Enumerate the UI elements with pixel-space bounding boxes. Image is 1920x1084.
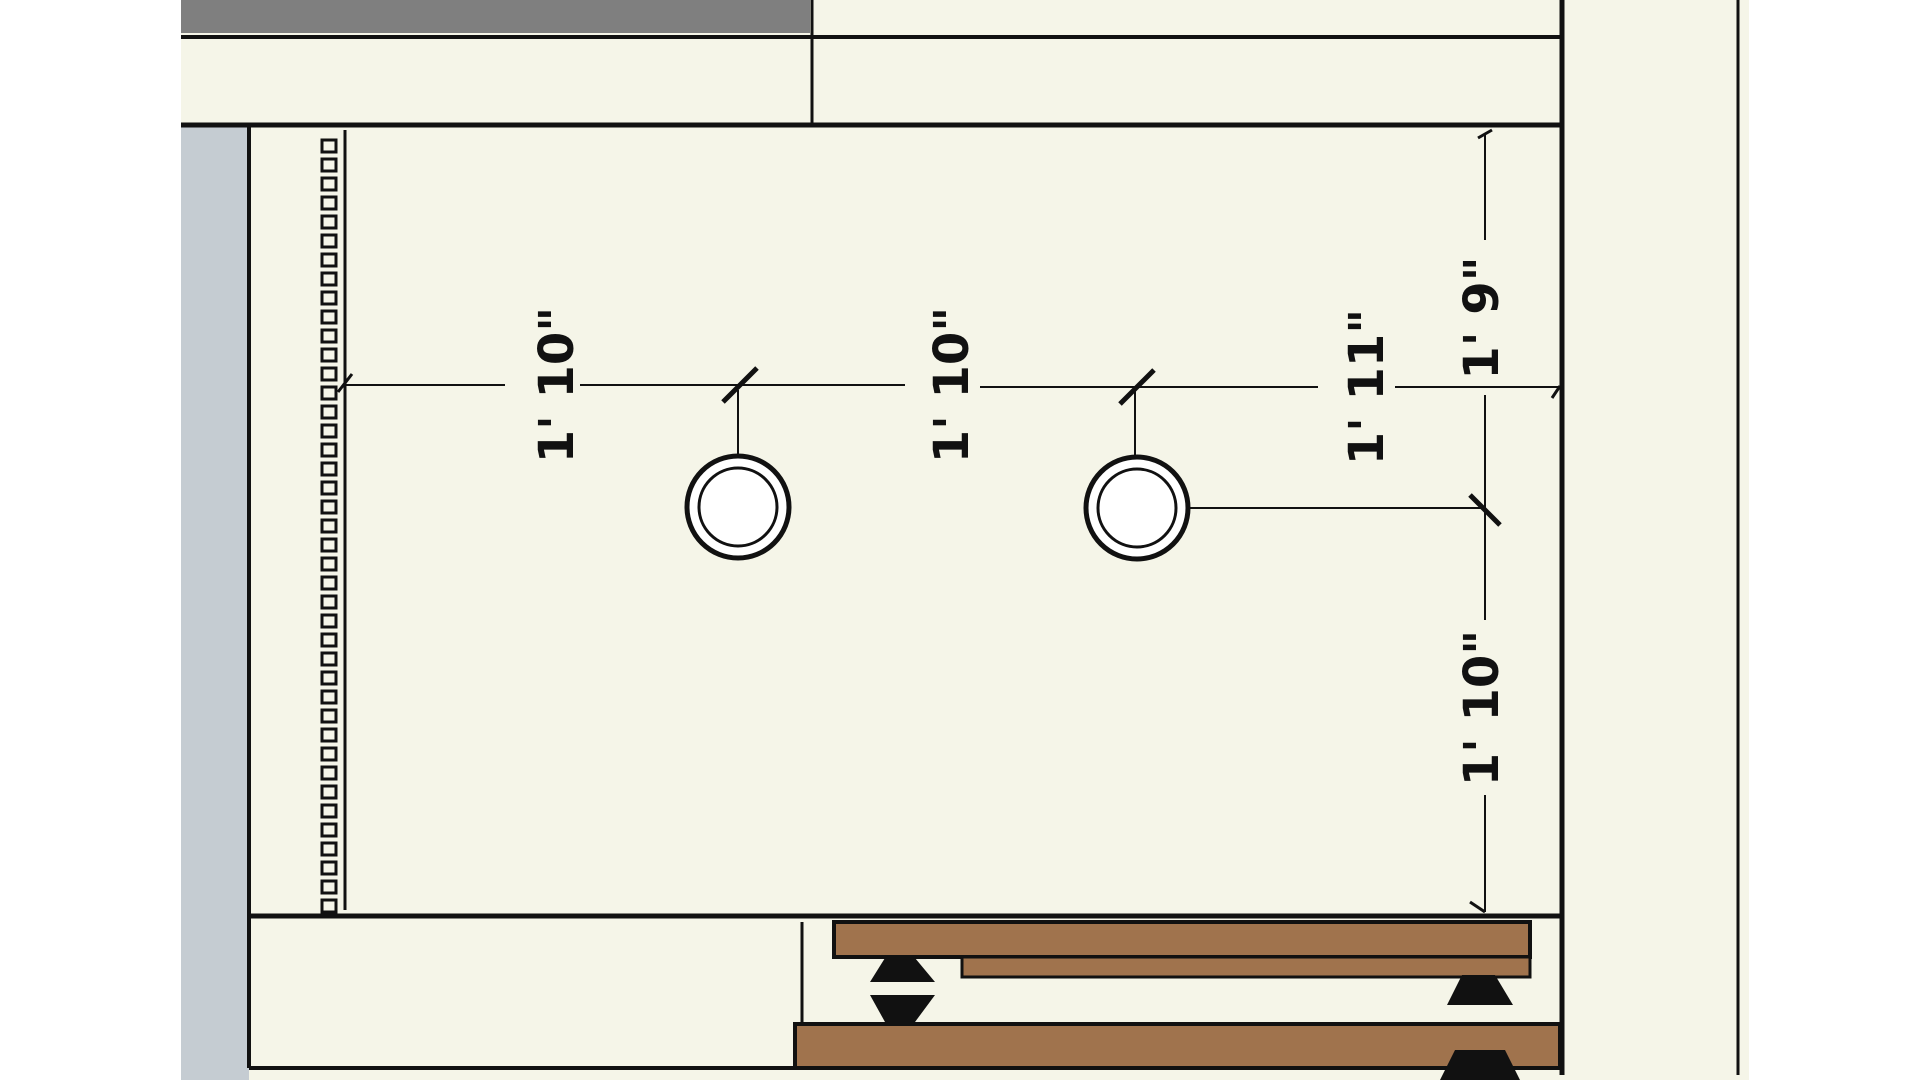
dim-label-right: 1' 11" (1339, 309, 1395, 466)
rail-baluster (320, 138, 338, 154)
rail-baluster (320, 708, 338, 724)
rail-baluster (320, 727, 338, 743)
rail-baluster (320, 328, 338, 344)
stair-tread (793, 1022, 1562, 1070)
rail-baluster (320, 366, 338, 382)
rail-baluster (320, 841, 338, 857)
rail-baluster (320, 689, 338, 705)
stair-bracket (870, 995, 935, 1022)
rail-baluster (320, 746, 338, 762)
vdim-tick (1468, 493, 1502, 527)
recessed-light-left[interactable] (684, 453, 792, 561)
rail-baluster (320, 670, 338, 686)
rail-baluster (320, 309, 338, 325)
rail-baluster (320, 404, 338, 420)
dim-label-left: 1' 10" (529, 307, 585, 464)
rail-baluster (320, 556, 338, 572)
vertical-dimension: 1' 9" 1' 10" (1148, 128, 1510, 914)
dimension-tick (1118, 368, 1156, 406)
stair-bracket (1440, 1050, 1520, 1080)
horizontal-dimension: 1' 10" 1' 10" 1' 11" (336, 307, 1562, 466)
rail-baluster (320, 860, 338, 876)
rail-baluster (320, 613, 338, 629)
vdim-label-bottom: 1' 10" (1454, 630, 1510, 787)
rail-baluster (320, 290, 338, 306)
rail-baluster (320, 423, 338, 439)
rail-baluster (320, 499, 338, 515)
rail-baluster (320, 480, 338, 496)
rail-baluster (320, 651, 338, 667)
dotted-rail (320, 138, 338, 914)
dim-label-middle: 1' 10" (924, 307, 980, 464)
rail-baluster (320, 803, 338, 819)
rail-baluster (320, 765, 338, 781)
rail-baluster (320, 594, 338, 610)
rail-baluster (320, 195, 338, 211)
gray-band-top (181, 0, 810, 33)
left-wall-strip (181, 125, 249, 1080)
rail-baluster (320, 157, 338, 173)
stair-bracket (870, 958, 935, 982)
rail-baluster (320, 214, 338, 230)
rail-baluster (320, 537, 338, 553)
rail-baluster (320, 271, 338, 287)
rail-baluster (320, 632, 338, 648)
rail-baluster (320, 822, 338, 838)
stair-tread (960, 955, 1532, 979)
dimension-tick (721, 366, 759, 404)
recessed-light-right[interactable] (1083, 454, 1191, 562)
rail-baluster (320, 784, 338, 800)
light-inner-ring (697, 466, 779, 548)
rail-baluster (320, 176, 338, 192)
vdim-tick (1477, 128, 1493, 140)
rail-baluster (320, 879, 338, 895)
rail-baluster (320, 347, 338, 363)
vdim-tick (1469, 900, 1486, 914)
vdim-label-top: 1' 9" (1454, 256, 1510, 379)
rail-baluster (320, 461, 338, 477)
rail-baluster (320, 575, 338, 591)
rail-baluster (320, 385, 338, 401)
dimension-tick (336, 373, 354, 393)
rail-baluster (320, 442, 338, 458)
dimension-tick (1550, 385, 1562, 399)
stair-treads (793, 920, 1562, 1080)
rail-baluster (320, 518, 338, 534)
stair-bracket (1447, 975, 1513, 1005)
floor-area (181, 0, 1749, 1080)
rail-baluster (320, 233, 338, 249)
light-inner-ring (1096, 467, 1178, 549)
stair-tread (832, 920, 1532, 959)
rail-baluster (320, 252, 338, 268)
rail-baluster (320, 898, 338, 914)
